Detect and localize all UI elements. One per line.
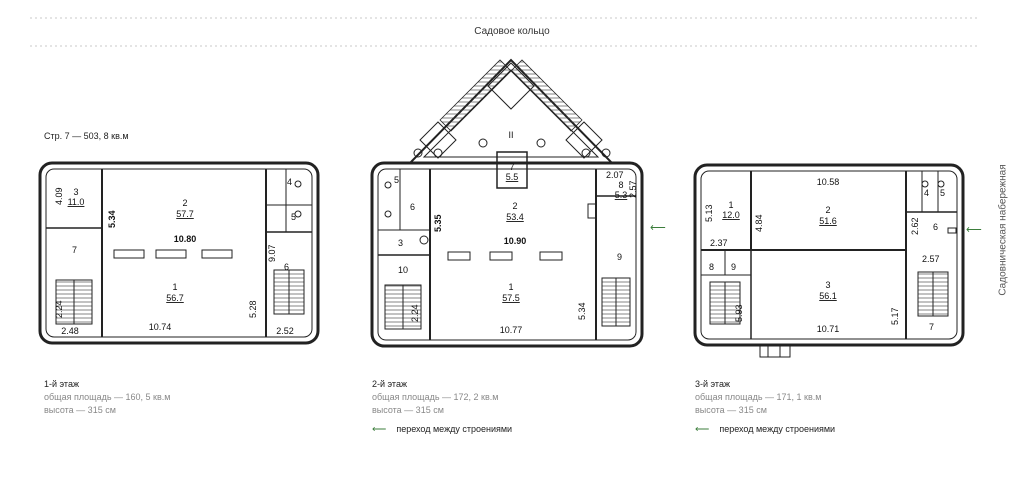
dimension: 5.17 [890, 307, 900, 325]
room-label: 3 [825, 280, 830, 290]
dimension: 2.24 [410, 304, 420, 322]
room-area: 57.7 [176, 209, 194, 219]
transition-label: переход между строениями [719, 424, 836, 434]
dimension: 5.28 [248, 300, 258, 318]
dimension: 4.84 [754, 214, 764, 232]
room-label: 9 [731, 262, 736, 272]
dimension: 2.62 [910, 217, 920, 235]
floor-caption-3: 3-й этаж общая площадь — 171, 1 кв.м выс… [695, 378, 821, 417]
floor-area: общая площадь — 172, 2 кв.м [372, 392, 499, 402]
room-label: 6 [933, 222, 938, 232]
room-area: 56.1 [819, 291, 837, 301]
floor-plan-2 [370, 58, 644, 348]
floor-title: 2-й этаж [372, 379, 407, 389]
dimension: 10.58 [817, 177, 840, 187]
dimension: 2.48 [61, 326, 79, 336]
room-area: 5.5 [506, 172, 519, 182]
floor-3-labels: 1 12.0 2 51.6 3 56.1 4 5 6 7 8 9 10.58 5… [704, 177, 945, 334]
floor-1-labels: 2 57.7 1 56.7 3 11.0 4 5 6 7 4.09 5.34 1… [54, 177, 296, 336]
room-label: 5 [940, 188, 945, 198]
floor-area: общая площадь — 171, 1 кв.м [695, 392, 822, 402]
room-label: 7 [509, 162, 514, 172]
dimension: 2.57 [922, 254, 940, 264]
room-label: 10 [398, 265, 408, 275]
floor-caption-1: 1-й этаж общая площадь — 160, 5 кв.м выс… [44, 378, 170, 417]
room-label: 3 [398, 238, 403, 248]
top-dashed-rule [30, 17, 980, 47]
dimension: 5.34 [577, 302, 587, 320]
dimension: 5.35 [433, 214, 443, 232]
floor-2-transition-note: ⟵ переход между строениями [372, 424, 512, 435]
room-label: II [508, 130, 513, 140]
floor-height: высота — 315 см [44, 405, 116, 415]
room-label: 5 [291, 212, 296, 222]
floor-height: высота — 315 см [372, 405, 444, 415]
room-label: 4 [924, 188, 929, 198]
dimension: 10.71 [817, 324, 840, 334]
floor-title: 3-й этаж [695, 379, 730, 389]
arrow-left-icon: ⟵ [372, 424, 387, 435]
dimension: 2.24 [54, 300, 64, 318]
transition-label: переход между строениями [396, 424, 513, 434]
room-label: 6 [284, 262, 289, 272]
room-label: 2 [182, 198, 187, 208]
room-label: 1 [172, 282, 177, 292]
floor-2-labels: II 7 5.5 2 53.4 1 57.5 8 5.3 9 10 3 5 6 … [394, 130, 638, 335]
floor-plan-1 [38, 161, 320, 345]
dimension: 9.07 [267, 244, 277, 262]
room-label: 8 [618, 180, 623, 190]
floor-area: общая площадь — 160, 5 кв.м [44, 392, 171, 402]
street-label-top: Садовое кольцо [474, 26, 550, 37]
room-label: 1 [508, 282, 513, 292]
room-label: 9 [617, 252, 622, 262]
room-label: 6 [410, 202, 415, 212]
floor-plan-3 [693, 163, 965, 358]
room-label: 2 [825, 205, 830, 215]
dimension: 5.13 [704, 204, 714, 222]
room-label: 3 [73, 187, 78, 197]
dimension: 5.93 [734, 304, 744, 322]
room-area: 57.5 [502, 293, 520, 303]
room-area: 51.6 [819, 216, 837, 226]
floor-height: высота — 315 см [695, 405, 767, 415]
room-label: 1 [728, 200, 733, 210]
dimension: 2.57 [628, 180, 638, 198]
dimension: 10.90 [504, 236, 527, 246]
dimension: 2.52 [276, 326, 294, 336]
dimension: 10.77 [500, 325, 523, 335]
room-label: 5 [394, 175, 399, 185]
room-label: 8 [709, 262, 714, 272]
room-label: 7 [929, 322, 934, 332]
room-area: 11.0 [68, 197, 85, 207]
arrow-left-icon: ⟵ [695, 424, 710, 435]
room-label: 2 [512, 201, 517, 211]
dimension: 5.34 [107, 210, 117, 228]
room-area: 56.7 [166, 293, 184, 303]
room-area: 5.3 [615, 190, 628, 200]
building-label: Стр. 7 — 503, 8 кв.м [44, 131, 129, 141]
room-label: 7 [72, 245, 77, 255]
dimension: 10.80 [174, 234, 197, 244]
dimension: 2.07 [606, 170, 624, 180]
room-area: 12.0 [722, 210, 740, 220]
room-label: 4 [287, 177, 292, 187]
floor-3-transition-note: ⟵ переход между строениями [695, 424, 835, 435]
transition-arrow-icon: ⟵ [650, 222, 666, 234]
floor-title: 1-й этаж [44, 379, 79, 389]
dimension: 4.09 [54, 187, 64, 205]
floor-caption-2: 2-й этаж общая площадь — 172, 2 кв.м выс… [372, 378, 498, 417]
dimension: 2.37 [710, 238, 728, 248]
room-area: 53.4 [506, 212, 524, 222]
dimension: 10.74 [149, 322, 172, 332]
transition-arrow-icon: ⟵ [966, 224, 982, 236]
